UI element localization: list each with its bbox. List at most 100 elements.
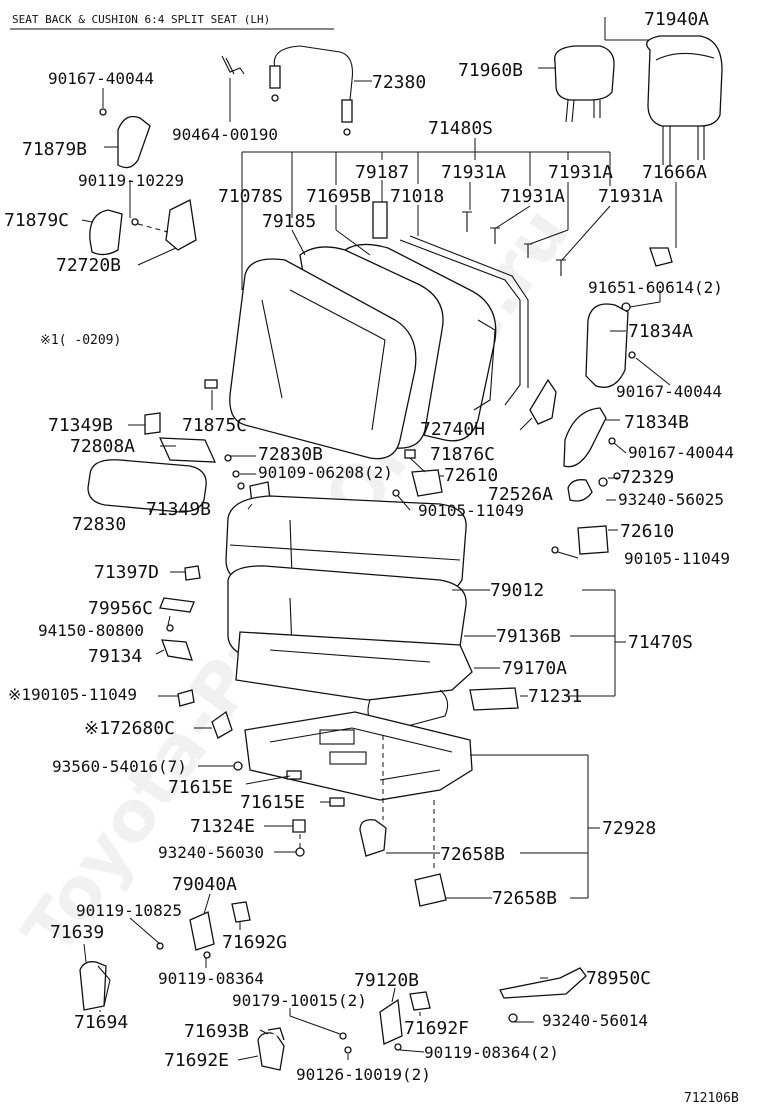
label-90109-06208: 90109-06208(2) xyxy=(258,463,393,482)
label-71349b-2: 71349B xyxy=(146,499,211,520)
label-71879c: 71879C xyxy=(4,210,69,231)
nut-94150-80800-icon xyxy=(166,624,174,632)
label-72830: 72830 xyxy=(72,514,126,535)
label-71875c: 71875C xyxy=(182,415,247,436)
label-71470s: 71470S xyxy=(628,632,693,653)
clip-71615e-2 xyxy=(329,797,345,807)
label-71931a-4: 71931A xyxy=(598,186,663,207)
wire-72680c xyxy=(211,710,233,739)
clip-71931a-group xyxy=(462,211,566,276)
bracket-72658b-2 xyxy=(414,873,447,907)
label-72610-1: 72610 xyxy=(444,465,498,486)
bolt-93240-56030-icon xyxy=(295,847,305,857)
headrest-71960b xyxy=(554,45,615,123)
clip-71876c xyxy=(404,449,416,459)
bolt-93240-56025-icon xyxy=(598,477,608,487)
label-90126-10019: 90126-10019(2) xyxy=(296,1065,431,1084)
screw-72830b-icon xyxy=(224,454,232,462)
label-71349b-1: 71349B xyxy=(48,415,113,436)
cap-71692g xyxy=(231,901,251,923)
pad-79187 xyxy=(372,201,388,239)
label-90119-10825: 90119-10825 xyxy=(76,901,182,920)
leader-lines xyxy=(81,17,677,1061)
label-90167-40044-b: 90167-40044 xyxy=(616,382,722,401)
seat-cushion-assembly xyxy=(225,495,473,729)
clip-71615e-1 xyxy=(286,770,302,780)
clip-71875c xyxy=(204,379,218,389)
label-93240-56025: 93240-56025 xyxy=(618,490,724,509)
label-71397d: 71397D xyxy=(94,562,159,583)
label-93560-54016: 93560-54016(7) xyxy=(52,757,187,776)
label-71078s: 71078S xyxy=(218,186,283,207)
bolt-93560-54016-icon xyxy=(233,761,243,771)
label-79136b: 79136B xyxy=(496,626,561,647)
bolt-90109-06208-icon xyxy=(232,470,240,478)
lock-72610-upper xyxy=(411,469,443,497)
label-71931a-1: 71931A xyxy=(441,162,506,183)
label-79040a: 79040A xyxy=(172,874,237,895)
footnote-text: ※1( -0209) xyxy=(40,333,121,348)
clip-71324e xyxy=(292,819,306,833)
screw-90119-08364-b-icon xyxy=(394,1043,402,1051)
bracket-79134 xyxy=(161,639,193,661)
label-90167-40044-c: 90167-40044 xyxy=(628,443,734,462)
label-90464-00190: 90464-00190 xyxy=(172,125,278,144)
label-71940a: 71940A xyxy=(644,9,709,30)
clip-90464-00190 xyxy=(221,55,245,75)
screw-90167-40044-b-icon xyxy=(628,351,636,359)
cover-71879b xyxy=(117,115,151,169)
bracket-72658b-1 xyxy=(359,819,387,857)
label-79134: 79134 xyxy=(88,646,142,667)
label-72928: 72928 xyxy=(602,818,656,839)
label-72658b-1: 72658B xyxy=(440,844,505,865)
label-93240-56030: 93240-56030 xyxy=(158,843,264,862)
armrest-72830 xyxy=(87,459,207,513)
lock-72610-lower xyxy=(577,525,609,555)
pad-79956c xyxy=(159,597,195,613)
label-72526a: 72526A xyxy=(488,484,553,505)
label-71694: 71694 xyxy=(74,1012,128,1033)
screw-90119-10229-icon xyxy=(131,218,139,226)
cover-79040a xyxy=(189,911,215,951)
label-71615e-2: 71615E xyxy=(240,792,305,813)
label-90105-11049-b: 90105-11049 xyxy=(624,549,730,568)
label-72830b: 72830B xyxy=(258,444,323,465)
cover-71694 xyxy=(97,965,111,1007)
label-71960b: 71960B xyxy=(458,60,523,81)
bolt-93240-56014-icon xyxy=(508,1013,518,1023)
label-72680c: ※172680C xyxy=(84,718,175,739)
hinge-72740h xyxy=(529,378,557,425)
label-71879b: 71879B xyxy=(22,139,87,160)
label-90105-11049-c: ※190105-11049 xyxy=(8,685,137,704)
label-94150-80800: 94150-80800 xyxy=(38,621,144,640)
belt-78950c xyxy=(499,967,587,999)
bolt-90105-11049-c-icon xyxy=(177,689,195,707)
label-90167-40044-a: 90167-40044 xyxy=(48,69,154,88)
bracket-72808a xyxy=(158,437,217,463)
bolt-90105-11049-b-icon xyxy=(551,546,559,554)
label-90119-08364-a: 90119-08364 xyxy=(158,969,264,988)
label-79956c: 79956C xyxy=(88,598,153,619)
label-91651-60614: 91651-60614(2) xyxy=(588,278,723,297)
diagram-title: SEAT BACK & CUSHION 6:4 SPLIT SEAT (LH) xyxy=(12,13,270,26)
label-90179-10015: 90179-10015(2) xyxy=(232,991,367,1010)
label-72329: 72329 xyxy=(620,467,674,488)
seatback-assembly xyxy=(229,235,529,460)
label-71692f: 71692F xyxy=(404,1018,469,1039)
label-79120b: 79120B xyxy=(354,970,419,991)
bracket-71231 xyxy=(469,687,519,711)
release-cable-72380 xyxy=(269,45,354,136)
cover-71693b xyxy=(267,1027,285,1041)
label-71639: 71639 xyxy=(50,922,104,943)
cover-71639 xyxy=(79,961,107,1011)
screw-90119-10825-icon xyxy=(156,942,164,950)
label-79187: 79187 xyxy=(355,162,409,183)
clip-71397d xyxy=(184,565,201,581)
label-71876c: 71876C xyxy=(430,444,495,465)
label-72658b-2: 72658B xyxy=(492,888,557,909)
label-79185: 79185 xyxy=(262,211,316,232)
label-93240-56014: 93240-56014 xyxy=(542,1011,648,1030)
clip-71666a xyxy=(649,247,673,267)
screw-90167-40044-icon xyxy=(99,108,107,116)
